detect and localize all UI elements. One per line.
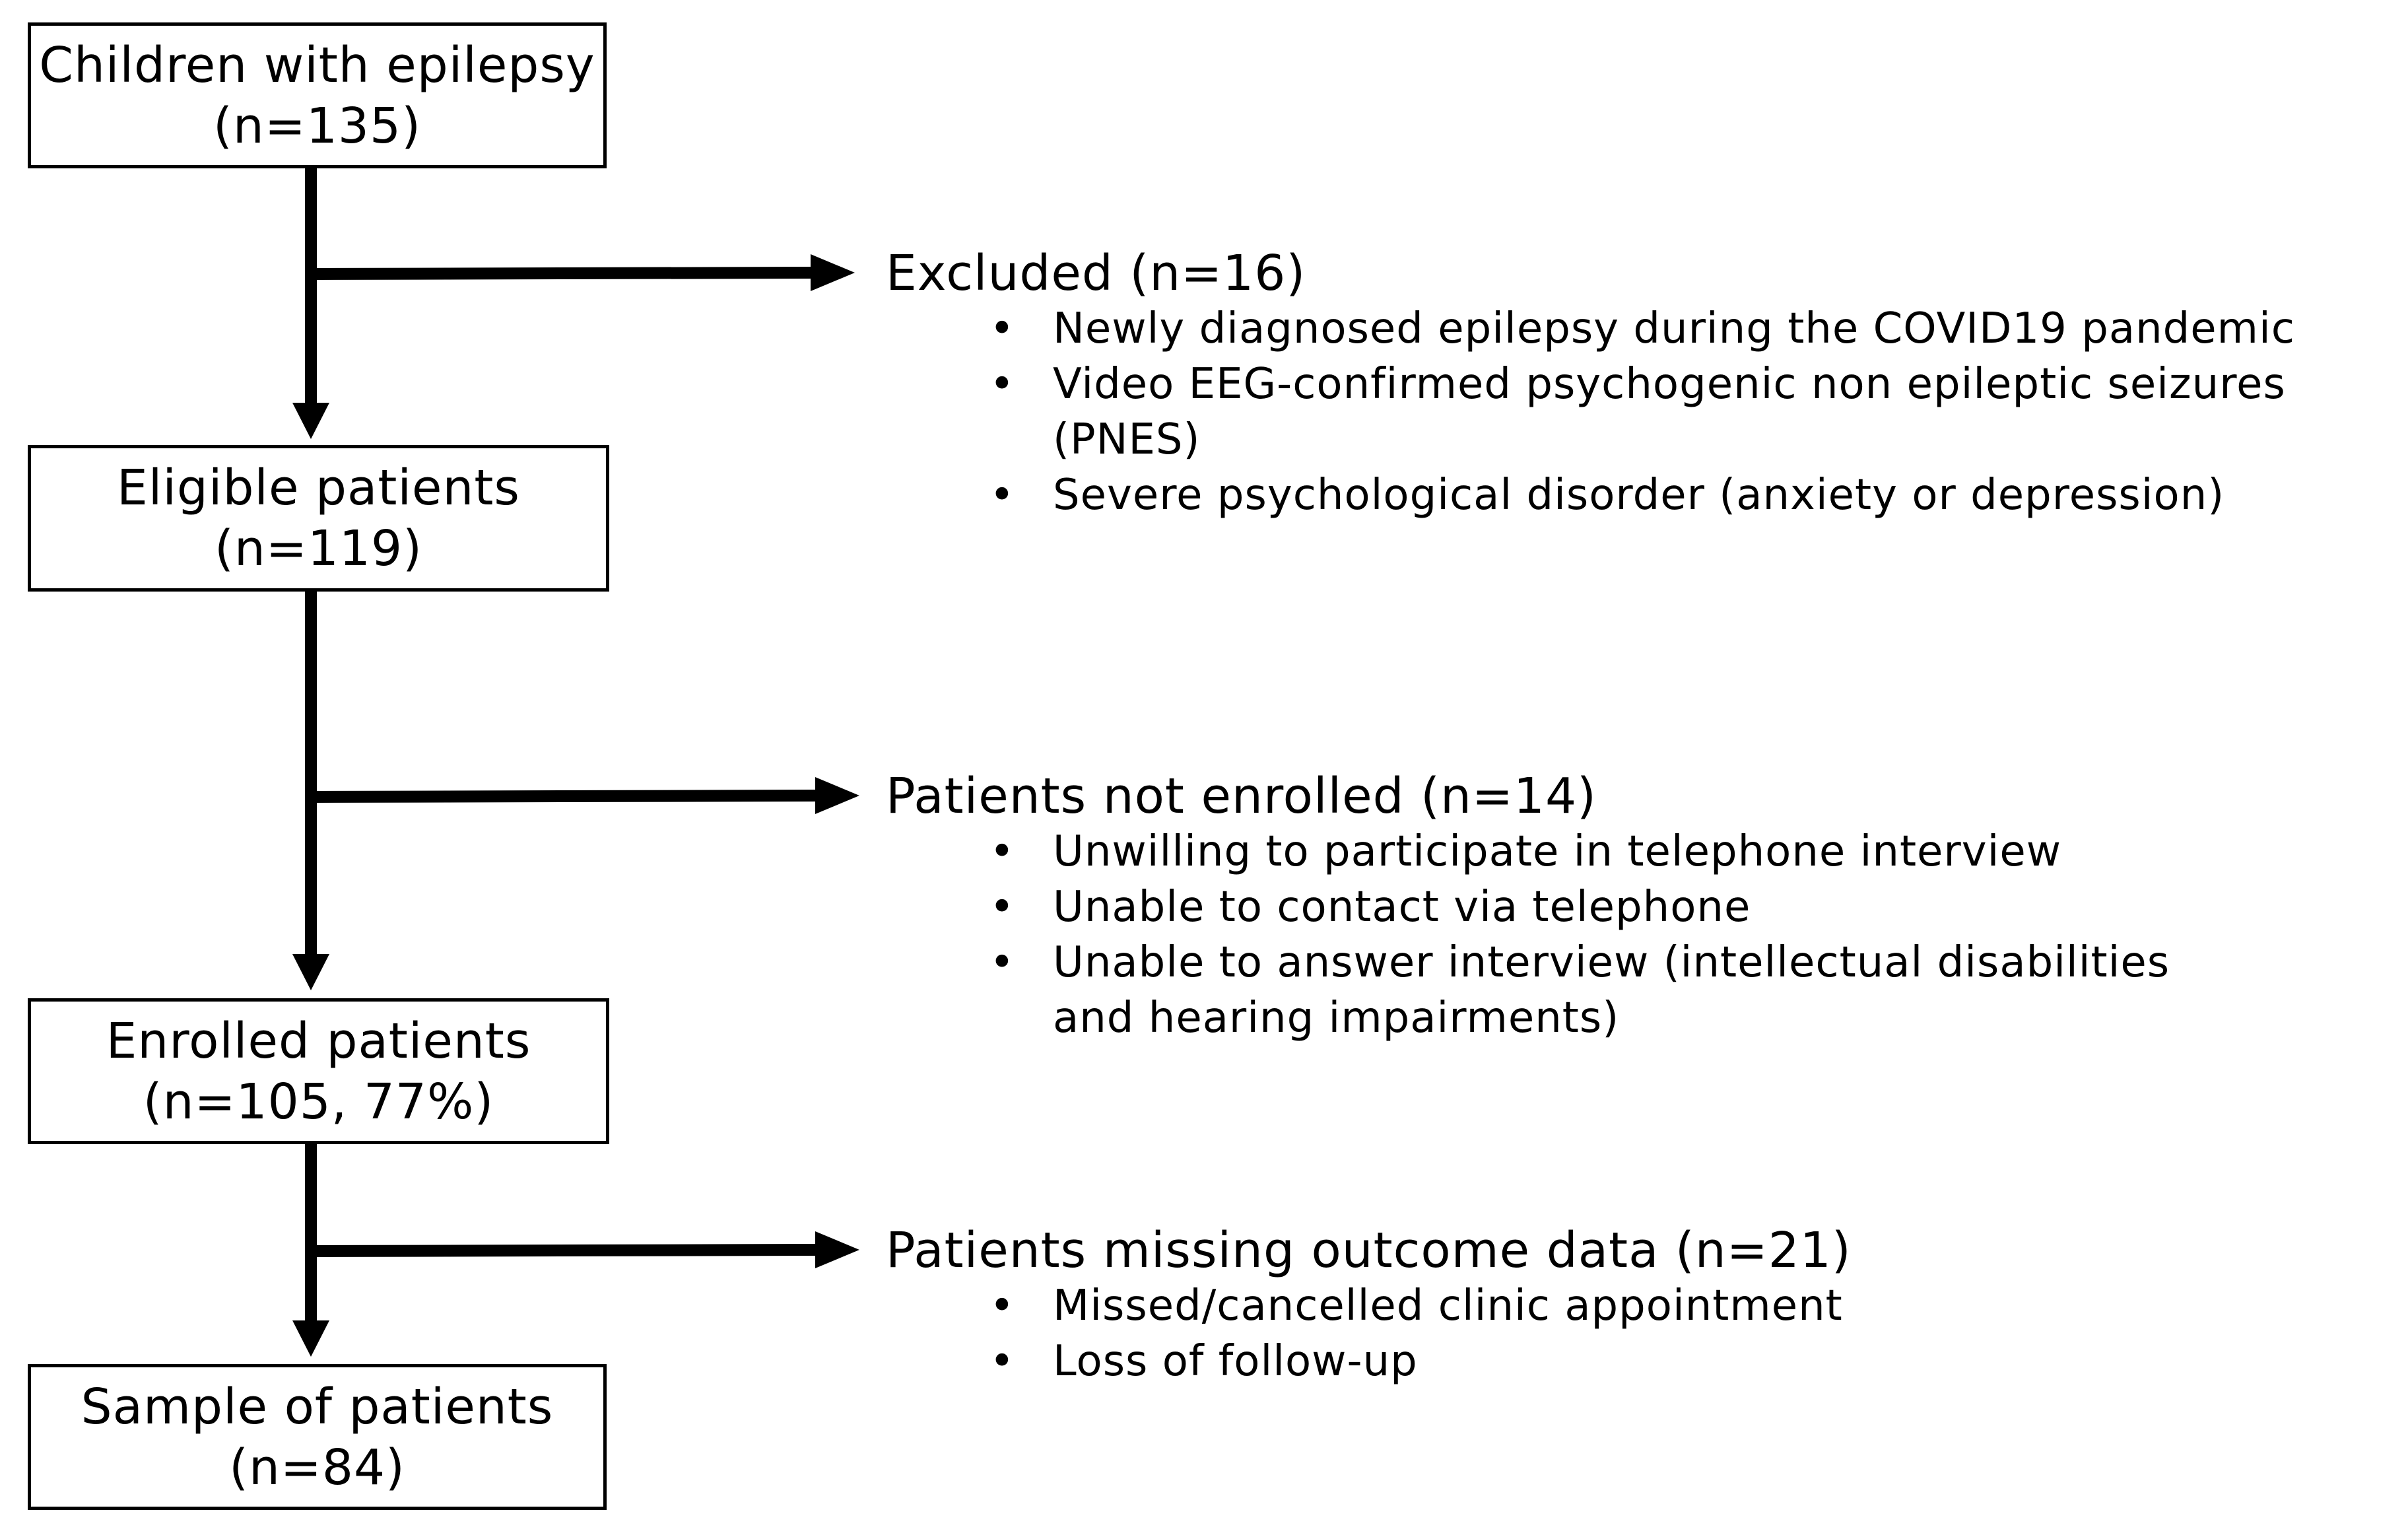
box-count: (n=119): [215, 520, 422, 577]
side-arrow-missing-outcome: [310, 1244, 817, 1257]
side-arrowhead-excluded: [811, 254, 855, 291]
branch-reason: • Loss of follow-up: [886, 1334, 2397, 1389]
bullet-icon: •: [989, 883, 1015, 932]
down-arrowhead-1: [292, 403, 329, 439]
box-enrolled-patients: Enrolled patients (n=105, 77%): [28, 998, 609, 1144]
box-title: Sample of patients: [81, 1378, 554, 1435]
box-count: (n=105, 77%): [143, 1073, 494, 1130]
branch-reason-list: • Missed/cancelled clinic appointment • Lo…: [886, 1278, 2397, 1389]
reason-text: Missed/cancelled clinic appointment: [1053, 1281, 1843, 1330]
branch-reason-list: • Newly diagnosed epilepsy during the COV…: [886, 301, 2397, 523]
box-title: Children with epilepsy: [39, 36, 595, 94]
side-arrow-excluded: [310, 267, 813, 280]
reason-text: Unable to answer interview (intellectual…: [1053, 938, 2170, 1042]
bullet-icon: •: [989, 360, 1015, 409]
bullet-icon: •: [989, 304, 1015, 353]
box-sample-of-patients: Sample of patients (n=84): [28, 1364, 607, 1510]
branch-reason: • Severe psychological disorder (anxiety …: [886, 467, 2397, 523]
bullet-icon: •: [989, 938, 1015, 987]
branch-reason: • Unable to contact via telephone: [886, 879, 2259, 935]
branch-heading: Patients not enrolled (n=14): [886, 768, 1597, 825]
reason-text: Severe psychological disorder (anxiety o…: [1053, 471, 2225, 520]
down-arrowhead-2: [292, 954, 329, 990]
reason-text: Unable to contact via telephone: [1053, 883, 1751, 932]
branch-missing-outcome: Patients missing outcome data (n=21) • Mi…: [886, 1223, 2397, 1389]
bullet-icon: •: [989, 1281, 1015, 1330]
side-arrow-not-enrolled: [310, 790, 817, 803]
reason-text: Loss of follow-up: [1053, 1337, 1418, 1386]
box-children-with-epilepsy: Children with epilepsy (n=135): [28, 22, 607, 168]
side-arrowhead-missing-outcome: [815, 1231, 859, 1268]
reason-text: Unwilling to participate in telephone in…: [1053, 827, 2062, 876]
bullet-icon: •: [989, 471, 1015, 520]
branch-reason: • Unable to answer interview (intellectua…: [886, 935, 2259, 1046]
branch-reason: • Video EEG-confirmed psychogenic non epi…: [886, 357, 2397, 467]
branch-heading: Excluded (n=16): [886, 245, 1306, 302]
branch-reason-list: • Unwilling to participate in telephone i…: [886, 824, 2259, 1046]
bullet-icon: •: [989, 1337, 1015, 1386]
reason-text: Video EEG-confirmed psychogenic non epil…: [1053, 360, 2286, 464]
branch-not-enrolled: Patients not enrolled (n=14) • Unwilling …: [886, 768, 2259, 1046]
branch-reason: • Newly diagnosed epilepsy during the COV…: [886, 301, 2397, 357]
side-arrowhead-not-enrolled: [815, 777, 859, 814]
box-eligible-patients: Eligible patients (n=119): [28, 445, 609, 592]
box-title: Enrolled patients: [106, 1012, 531, 1070]
branch-reason: • Missed/cancelled clinic appointment: [886, 1278, 2397, 1334]
box-count: (n=135): [213, 97, 421, 154]
reason-text: Newly diagnosed epilepsy during the COVI…: [1053, 304, 2295, 353]
branch-heading: Patients missing outcome data (n=21): [886, 1222, 1852, 1279]
box-title: Eligible patients: [117, 460, 520, 516]
branch-excluded: Excluded (n=16) • Newly diagnosed epileps…: [886, 246, 2397, 523]
branch-reason: • Unwilling to participate in telephone i…: [886, 824, 2259, 879]
down-arrowhead-3: [292, 1320, 329, 1357]
box-count: (n=84): [229, 1439, 405, 1496]
bullet-icon: •: [989, 827, 1015, 876]
